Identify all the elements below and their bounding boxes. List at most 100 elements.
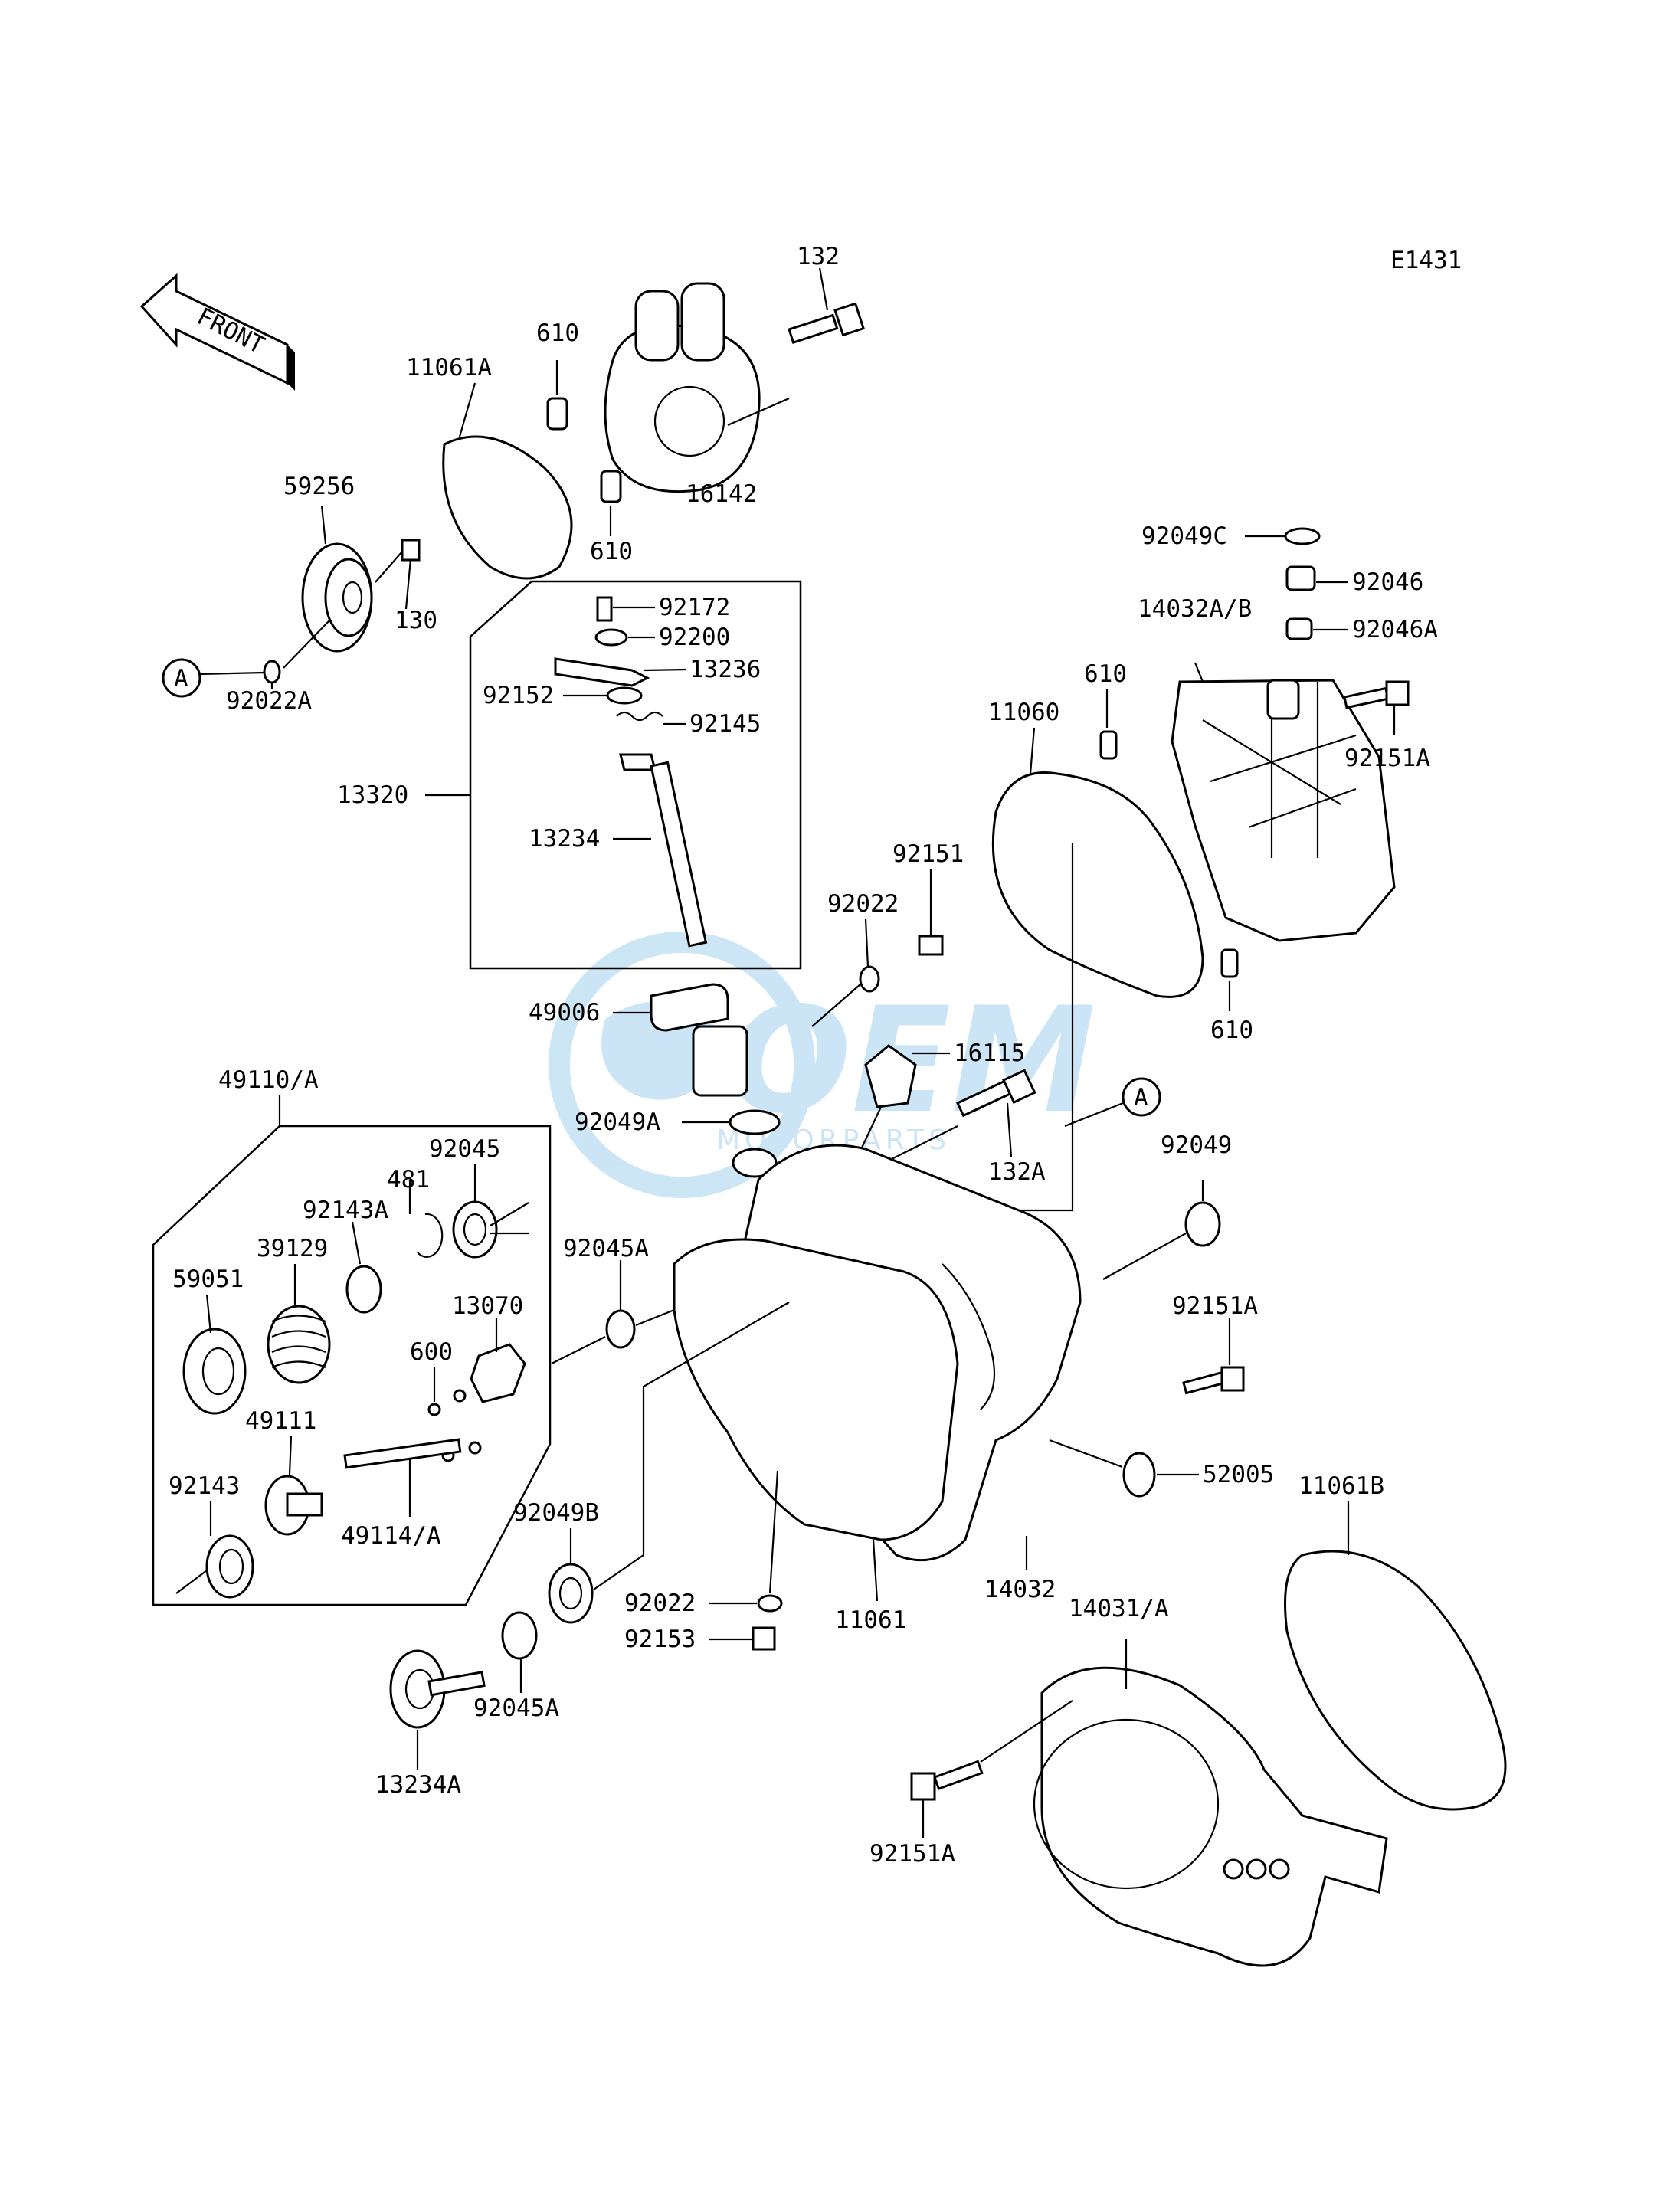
label-92049b: 92049B bbox=[513, 1499, 599, 1527]
label-92046a: 92046A bbox=[1352, 616, 1438, 643]
label-14031a: 14031/A bbox=[1069, 1595, 1169, 1622]
label-92045a: 92045A bbox=[473, 1694, 559, 1722]
svg-text:A: A bbox=[174, 665, 188, 692]
label-92049a: 92049A bbox=[575, 1108, 660, 1136]
bolt-130 bbox=[401, 539, 421, 562]
bearing-92045 bbox=[452, 1200, 498, 1259]
label-11061a: 11061A bbox=[406, 354, 492, 381]
label-92049c: 92049C bbox=[1141, 522, 1227, 550]
dowel-pin bbox=[1099, 730, 1118, 760]
dowel-pin bbox=[546, 397, 568, 431]
label-600: 600 bbox=[410, 1338, 453, 1366]
seal-92049 bbox=[1184, 1201, 1221, 1247]
washer-92143a bbox=[345, 1265, 382, 1314]
diagram-code: E1431 bbox=[1390, 247, 1462, 274]
label-610: 610 bbox=[536, 319, 579, 347]
oil-seal-52005 bbox=[1122, 1452, 1156, 1498]
label-92143a: 92143A bbox=[303, 1197, 388, 1224]
label-49111: 49111 bbox=[245, 1407, 316, 1435]
bolt-132 bbox=[788, 267, 866, 345]
front-arrow-icon: FRONT bbox=[139, 273, 295, 391]
spring-39129 bbox=[267, 1264, 331, 1384]
label-92045: 92045 bbox=[429, 1135, 500, 1163]
label-92145: 92145 bbox=[689, 710, 761, 738]
washer-92200 bbox=[594, 628, 628, 647]
label-11060: 11060 bbox=[988, 699, 1059, 726]
lever-13236 bbox=[554, 657, 650, 687]
bolt-92151a-top bbox=[1343, 680, 1410, 735]
part-labels: 132 11061A 610 610 16142 59256 130 92022… bbox=[169, 243, 1438, 1868]
label-92143: 92143 bbox=[169, 1472, 240, 1500]
label-39129: 39129 bbox=[257, 1235, 328, 1262]
label-92151: 92151 bbox=[892, 840, 964, 868]
label-11061b: 11061B bbox=[1298, 1472, 1384, 1500]
collar-92046a bbox=[1285, 617, 1313, 640]
bearing-92045a bbox=[605, 1309, 636, 1349]
label-92022a: 92022A bbox=[226, 687, 312, 715]
label-13234a: 13234A bbox=[375, 1771, 461, 1799]
label-52005: 52005 bbox=[1203, 1461, 1274, 1488]
seal-92049a bbox=[729, 1109, 781, 1135]
label-92152: 92152 bbox=[483, 682, 554, 709]
gasket-11061b bbox=[1284, 1550, 1507, 1811]
gasket-11061a bbox=[442, 435, 573, 580]
label-92172: 92172 bbox=[659, 594, 730, 621]
label-16142: 16142 bbox=[686, 480, 757, 508]
holder-49111 bbox=[264, 1436, 323, 1536]
spring-92145 bbox=[616, 711, 663, 722]
label-610: 610 bbox=[1210, 1017, 1253, 1044]
gasket-11060 bbox=[991, 771, 1204, 998]
label-92153: 92153 bbox=[624, 1626, 696, 1653]
water-pump-cover bbox=[604, 282, 790, 493]
washer-92022a bbox=[263, 660, 281, 684]
cover-14031a bbox=[1033, 1639, 1388, 1967]
label-59051: 59051 bbox=[172, 1265, 244, 1293]
washer-92022 bbox=[859, 965, 880, 993]
bearing-92049b bbox=[548, 1563, 594, 1624]
label-92046: 92046 bbox=[1352, 568, 1423, 596]
gasket-11061 bbox=[673, 1238, 959, 1541]
label-92151a: 92151A bbox=[1344, 745, 1430, 772]
label-92049: 92049 bbox=[1161, 1131, 1232, 1159]
label-481: 481 bbox=[387, 1166, 430, 1193]
svg-text:A: A bbox=[1134, 1084, 1148, 1112]
label-14032ab: 14032A/B bbox=[1138, 595, 1252, 623]
assembly-box-13320 bbox=[469, 580, 802, 970]
seal-92049c bbox=[1284, 527, 1321, 545]
shaft-13234 bbox=[613, 753, 708, 948]
bolt-92151a-lower bbox=[910, 1700, 1073, 1838]
gear-13234a bbox=[389, 1649, 486, 1770]
label-13320: 13320 bbox=[337, 781, 408, 809]
screw-92172 bbox=[596, 596, 613, 622]
label-13236: 13236 bbox=[689, 656, 761, 683]
shaft-49114a bbox=[343, 1438, 462, 1517]
bolt-92151a-mid bbox=[1182, 1318, 1245, 1395]
label-16115: 16115 bbox=[954, 1040, 1025, 1067]
label-59256: 59256 bbox=[283, 473, 355, 500]
label-49110a: 49110/A bbox=[218, 1066, 319, 1094]
bearing-92045a-lower bbox=[501, 1611, 538, 1660]
cap-16115 bbox=[864, 1044, 917, 1108]
exhaust-valve-49006 bbox=[613, 983, 748, 1097]
gear-59051 bbox=[182, 1294, 247, 1415]
label-132a: 132A bbox=[988, 1158, 1046, 1186]
label-92151a: 92151A bbox=[1172, 1292, 1258, 1320]
label-610: 610 bbox=[590, 538, 633, 565]
dowel-pin bbox=[600, 470, 622, 503]
assembly-box-49110a bbox=[152, 1125, 552, 1606]
collar bbox=[732, 1148, 778, 1178]
label-14032: 14032 bbox=[984, 1576, 1056, 1603]
bolt-92151 bbox=[918, 935, 944, 956]
label-49006: 49006 bbox=[529, 999, 600, 1026]
impeller-13070 bbox=[470, 1318, 526, 1403]
label-92022: 92022 bbox=[827, 890, 899, 918]
label-610: 610 bbox=[1084, 660, 1127, 688]
label-92151a: 92151A bbox=[869, 1840, 955, 1868]
collar-92046 bbox=[1285, 565, 1316, 591]
label-92200: 92200 bbox=[659, 624, 730, 651]
impeller-59256 bbox=[301, 505, 373, 653]
bolt-92153 bbox=[752, 1626, 776, 1651]
label-13234: 13234 bbox=[529, 825, 600, 853]
watermark-text: OEM bbox=[728, 976, 1095, 1145]
